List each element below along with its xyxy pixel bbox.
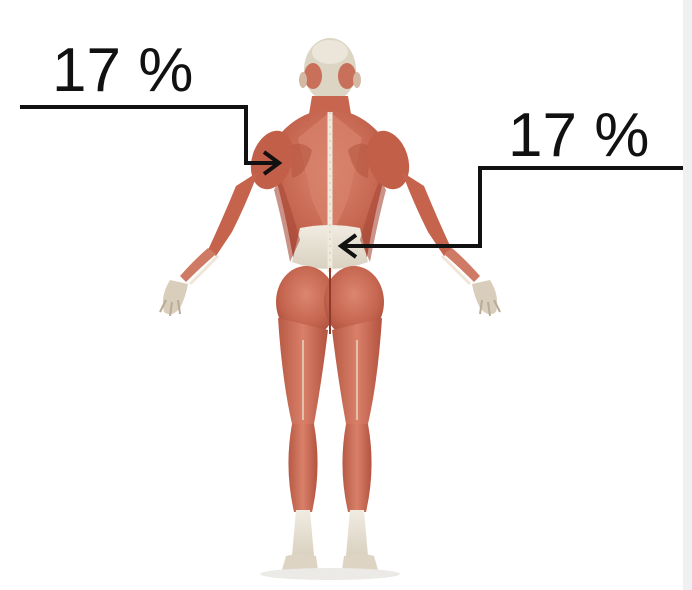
upper-back-percentage-label: 17 % [52,40,193,102]
lower-back-percentage-label: 17 % [508,105,649,167]
left-arm [160,172,258,316]
floor-shadow [260,568,400,580]
right-leg [332,318,382,570]
upper-back-pointer [20,107,279,174]
head [299,38,361,102]
right-edge-strip [683,0,692,590]
left-leg [278,318,328,570]
